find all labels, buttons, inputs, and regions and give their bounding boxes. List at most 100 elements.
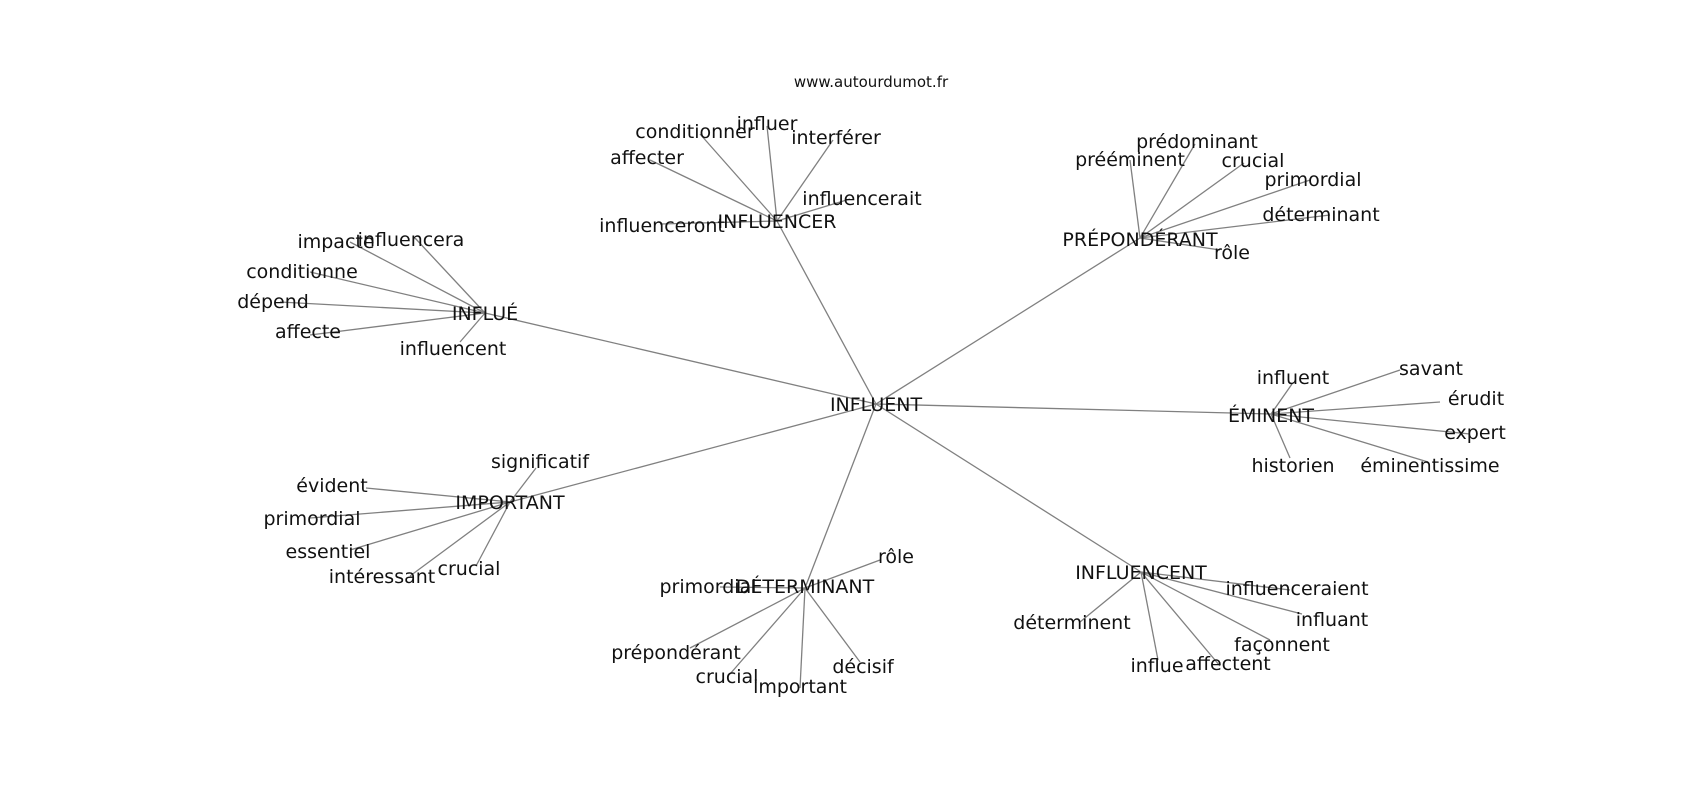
hub-word[interactable]: IMPORTANT [455,492,565,514]
leaf-word[interactable]: déterminant [1262,204,1379,226]
edge-center-to-hub [875,403,1142,573]
leaf-word[interactable]: important [753,676,847,698]
labels: www.autourdumot.fr INFLUENT INFLUENCER co… [237,73,1506,698]
leaf-word[interactable]: façonnent [1234,634,1330,656]
hub-word[interactable]: INFLUENCENT [1075,562,1207,584]
leaf-word[interactable]: influe [1130,655,1183,677]
leaf-word[interactable]: influant [1296,609,1368,631]
leaf-word[interactable]: primordial [263,508,360,530]
leaf-word[interactable]: influencent [400,338,507,360]
edge-hub-to-leaf [1139,214,1331,239]
leaf-word[interactable]: primordial [659,576,756,598]
leaf-word[interactable]: évident [296,475,367,497]
edge-hub-to-leaf [309,312,486,336]
edge-hub-to-leaf [1139,162,1245,239]
edge-hub-to-leaf [766,125,778,222]
edge-hub-to-leaf [1270,413,1471,435]
leaf-word[interactable]: primordial [1264,169,1361,191]
edge-hub-to-leaf [804,559,881,589]
leaf-word[interactable]: déterminent [1013,612,1130,634]
edge-hub-to-leaf [1270,413,1291,459]
edge-hub-to-leaf [309,501,511,519]
edge-center-to-hub [776,220,877,405]
leaf-word[interactable]: influencera [358,229,465,251]
edge-hub-to-leaf [279,301,486,314]
edge-hub-to-leaf [1140,571,1159,661]
leaf-word[interactable]: impacte [297,231,374,253]
edge-hub-to-leaf [1270,383,1293,415]
edges [279,125,1471,689]
hub-word[interactable]: INFLUÉ [452,302,518,325]
leaf-word[interactable]: influenceront [599,215,725,237]
leaf-word[interactable]: expert [1444,422,1506,444]
edge-center-to-hub [484,312,877,405]
edge-hub-to-leaf [719,586,806,589]
site-url: www.autourdumot.fr [794,73,949,91]
edge-hub-to-leaf [659,220,778,225]
edge-hub-to-leaf [365,487,511,503]
leaf-word[interactable]: décisif [832,656,895,678]
edge-center-to-hub [875,237,1141,405]
leaf-word[interactable]: conditionner [635,121,755,143]
leaf-word[interactable]: prédominant [1136,131,1258,153]
edge-hub-to-leaf [1140,571,1303,615]
leaf-word[interactable]: significatif [491,451,590,473]
edge-hub-to-leaf [1139,237,1221,251]
edge-hub-to-leaf [1140,571,1291,591]
leaf-word[interactable]: affecte [275,321,341,343]
leaf-word[interactable]: crucial [1222,150,1285,172]
leaf-word[interactable]: savant [1399,358,1463,380]
leaf-word[interactable]: essentiel [286,541,371,563]
edge-hub-to-leaf [804,587,861,663]
edge-hub-to-leaf [509,467,537,503]
edge-hub-to-leaf [1270,401,1441,415]
edge-hub-to-leaf [799,587,806,689]
edge-hub-to-leaf [1270,413,1429,463]
edge-hub-to-leaf [776,198,851,222]
edge-hub-to-leaf [309,271,486,314]
leaf-word[interactable]: prépondérant [611,642,741,664]
leaf-word[interactable]: prééminent [1075,149,1185,171]
edge-hub-to-leaf [689,587,806,649]
edge-hub-to-leaf [699,133,778,222]
hub-word[interactable]: PRÉPONDÉRANT [1062,228,1218,251]
edge-hub-to-leaf [1129,159,1141,239]
edge-hub-to-leaf [1139,179,1311,239]
leaf-word[interactable]: affectent [1185,653,1271,675]
leaf-word[interactable]: influencerait [802,188,921,210]
leaf-word[interactable]: historien [1251,455,1334,477]
edge-hub-to-leaf [649,159,778,222]
edge-hub-to-leaf [1139,143,1196,239]
leaf-word[interactable]: dépend [237,291,309,313]
edge-hub-to-leaf [1270,369,1401,415]
leaf-word[interactable]: rôle [1214,242,1250,264]
leaf-word[interactable]: éminentissime [1360,455,1499,477]
hub-word[interactable]: INFLUENCER [718,211,837,233]
leaf-word[interactable]: crucial [696,666,759,688]
leaf-word[interactable]: influenceraient [1225,578,1368,600]
center-word: INFLUENT [830,394,923,416]
edge-hub-to-leaf [414,237,486,314]
leaf-word[interactable]: rôle [878,546,914,568]
edge-hub-to-leaf [475,501,511,567]
edge-hub-to-leaf [1140,571,1271,641]
edge-hub-to-leaf [729,587,806,675]
edge-center-to-hub [875,403,1272,415]
edge-hub-to-leaf [349,241,486,314]
edge-hub-to-leaf [1079,571,1142,623]
hub-word[interactable]: ÉMINENT [1228,404,1314,427]
leaf-word[interactable]: influent [1257,367,1330,389]
hub-word[interactable]: DÉTERMINANT [736,575,875,598]
edge-hub-to-leaf [349,501,511,551]
edge-center-to-hub [509,403,877,503]
leaf-word[interactable]: érudit [1448,388,1504,410]
leaf-word[interactable]: intéressant [329,566,435,588]
edge-hub-to-leaf [1140,571,1221,667]
leaf-word[interactable]: interférer [791,127,881,149]
leaf-word[interactable]: influer [737,113,798,135]
edge-hub-to-leaf [776,139,834,222]
leaf-word[interactable]: affecter [610,147,684,169]
leaf-word[interactable]: crucial [438,558,501,580]
leaf-word[interactable]: conditionne [246,261,358,283]
